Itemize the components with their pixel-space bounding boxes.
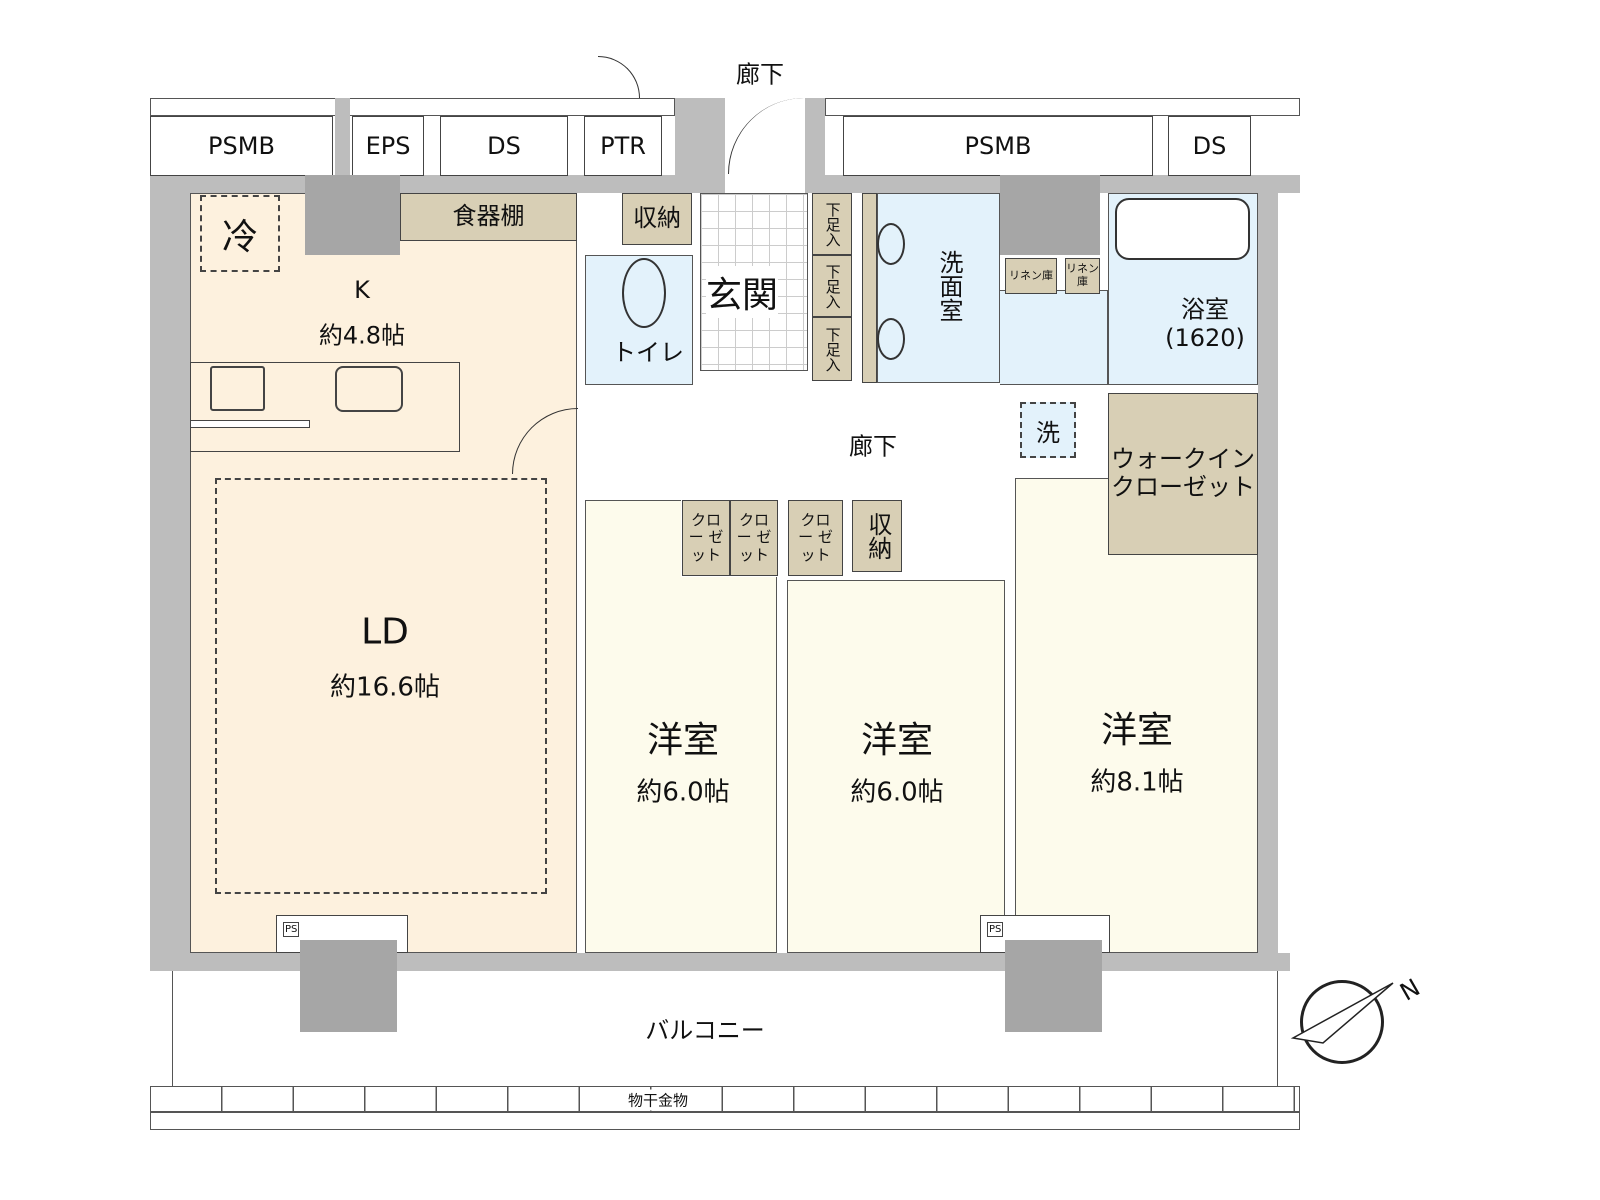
- label: クロー ゼット: [798, 511, 833, 564]
- wall: [150, 175, 725, 193]
- sink-icon: [335, 366, 403, 412]
- washroom-label: 洗面室: [935, 250, 963, 322]
- label: EPS: [365, 132, 411, 160]
- entrance-door[interactable]: [728, 98, 804, 174]
- bath-name: 浴室: [1181, 295, 1229, 324]
- label: PSMB: [208, 132, 275, 160]
- walk-in-closet: ウォークイン クローゼット: [1108, 393, 1258, 555]
- hall-label: 廊下: [849, 432, 897, 461]
- room3-size: 約8.1帖: [1090, 767, 1184, 798]
- label: クローゼット: [1111, 473, 1255, 501]
- room2-name: 洋室: [860, 720, 934, 761]
- ld-name: LD: [361, 611, 409, 653]
- pillar: [305, 175, 400, 255]
- counter-shelf: [190, 420, 310, 428]
- label: リネン庫: [1066, 262, 1099, 288]
- top-wall-left: [150, 98, 675, 116]
- basin-icon: [877, 318, 905, 360]
- laundry-space: 洗: [1020, 402, 1076, 458]
- room1-size: 約6.0帖: [636, 777, 730, 808]
- toilet-label: トイレ: [612, 338, 684, 367]
- label: クロー ゼット: [736, 511, 772, 564]
- label: 洗: [1036, 418, 1060, 447]
- compass-icon: [1290, 980, 1394, 1064]
- ptr-door[interactable]: [598, 56, 640, 98]
- label: DS: [1192, 132, 1227, 160]
- label: 収納: [633, 204, 681, 233]
- dish-cabinet: 食器棚: [400, 193, 577, 241]
- balcony-label: バルコニー: [645, 1016, 765, 1045]
- shaft-eps: EPS: [352, 116, 424, 176]
- corridor-label: 廊下: [736, 60, 784, 89]
- kitchen-size: 約4.8帖: [318, 321, 406, 350]
- wall: [1258, 175, 1278, 970]
- kitchen-name: K: [354, 276, 370, 304]
- shaft-ptr: PTR: [584, 116, 662, 176]
- label: DS: [487, 132, 521, 160]
- shaft-psmb: PSMB: [843, 116, 1153, 176]
- kitchen-counter: [190, 362, 460, 452]
- closet: クロー ゼット: [682, 500, 730, 576]
- pillar: [1000, 175, 1100, 255]
- toilet-bowl-icon: [622, 258, 666, 328]
- bath-size: (1620): [1165, 324, 1245, 352]
- balcony-railing: [150, 1086, 1300, 1112]
- pillar: [300, 940, 397, 1032]
- ps-label: PS: [987, 922, 1004, 937]
- fridge-space: 冷: [200, 195, 280, 272]
- compass-needle-icon: [1290, 982, 1394, 1044]
- shoe-storage: 下足入: [812, 317, 852, 381]
- label: クロー ゼット: [688, 511, 724, 564]
- vanity-counter: [862, 193, 877, 383]
- western-room-3: [1015, 478, 1109, 556]
- pillar: [1005, 940, 1102, 1032]
- top-wall-right: [825, 98, 1300, 116]
- room1-name: 洋室: [646, 720, 720, 761]
- label: PSMB: [964, 132, 1032, 160]
- label: 食器棚: [452, 202, 525, 231]
- storage: 収納: [622, 193, 692, 245]
- room3-name: 洋室: [1100, 710, 1174, 751]
- label: ウォークイン: [1111, 445, 1255, 474]
- shaft-ds: DS: [440, 116, 568, 176]
- wall: [150, 175, 190, 970]
- basin-icon: [877, 223, 905, 265]
- shaft-ds: DS: [1168, 116, 1251, 176]
- storage-2: 収納: [852, 500, 902, 572]
- ld-area: [215, 478, 547, 894]
- hallway: [580, 390, 998, 495]
- label: PTR: [600, 132, 646, 160]
- wall: [675, 98, 725, 193]
- closet: クロー ゼット: [730, 500, 778, 576]
- western-room-3-lower: [1015, 555, 1258, 953]
- fridge-label: 冷: [221, 216, 258, 258]
- balcony-edge: [150, 1112, 1300, 1130]
- ldk-room: [190, 193, 577, 953]
- label: 下足入: [823, 263, 842, 309]
- shoe-storage: 下足入: [812, 255, 852, 317]
- label: 下足入: [823, 326, 842, 372]
- hanger-label: 物干金物: [625, 1089, 691, 1111]
- label: 下足入: [823, 201, 842, 247]
- room2-size: 約6.0帖: [850, 777, 944, 808]
- stove-icon: [210, 366, 265, 411]
- ps-label: PS: [283, 922, 300, 937]
- closet: クロー ゼット: [788, 500, 843, 576]
- shaft-psmb: PSMB: [150, 116, 333, 176]
- bathtub-icon: [1115, 198, 1250, 260]
- western-room-2: [787, 580, 1005, 953]
- washroom-extension: [1000, 290, 1108, 385]
- linen-storage: リネン庫: [1005, 258, 1057, 294]
- label: 収納: [863, 512, 892, 560]
- label: リネン庫: [1009, 268, 1053, 282]
- wall: [805, 98, 825, 193]
- ld-size: 約16.6帖: [330, 672, 440, 703]
- wall: [335, 98, 350, 193]
- linen-storage: リネン庫: [1065, 258, 1100, 294]
- balcony: [172, 971, 1278, 1086]
- entrance-label: 玄関: [705, 266, 779, 318]
- shoe-storage: 下足入: [812, 193, 852, 255]
